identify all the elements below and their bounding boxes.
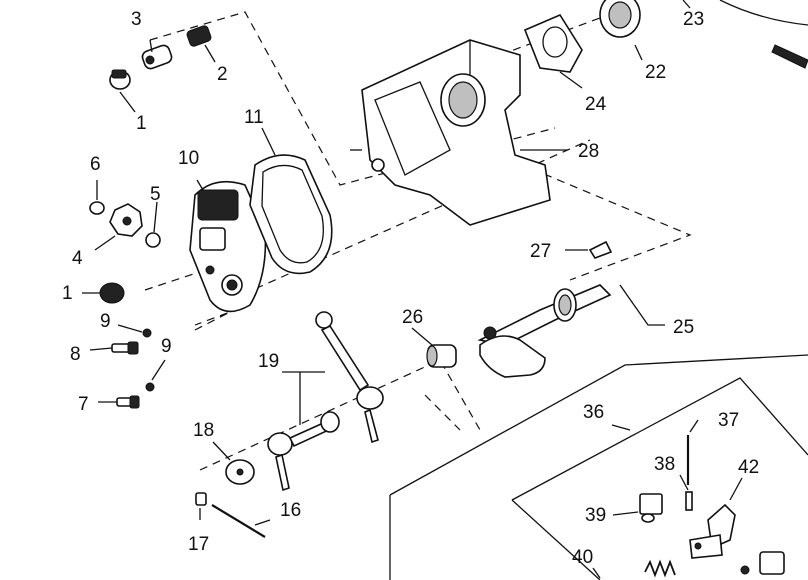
part-18-thrust-washer [225, 459, 255, 485]
callout-36: 36 [583, 402, 604, 423]
callout-3: 3 [131, 9, 142, 30]
part-28-gear-housing [350, 39, 551, 226]
callout-1-upper: 1 [136, 113, 147, 134]
callout-8: 8 [70, 344, 81, 365]
part-26-bushing [426, 344, 457, 368]
callout-1-lower: 1 [62, 283, 73, 304]
callout-38: 38 [654, 454, 675, 475]
part-6-o-ring [89, 201, 105, 215]
part-39-bracket [639, 493, 663, 523]
part-2-fitting [186, 25, 212, 47]
callout-9-lower: 9 [161, 336, 172, 357]
callout-18: 18 [193, 420, 214, 441]
part-23-housing-edge [719, 0, 808, 69]
part-lower-right-housing [740, 551, 785, 575]
part-19-connecting-rod-upper [315, 311, 384, 444]
part-25-crankshaft [477, 284, 612, 378]
part-19-connecting-rod-lower [267, 411, 340, 492]
callout-37: 37 [718, 410, 739, 431]
part-10-cover-plate [189, 180, 267, 313]
callout-labels: 1 2 3 4 5 6 7 8 9 9 10 11 1 16 17 18 19 … [62, 9, 759, 568]
callout-17: 17 [188, 534, 209, 555]
callout-24: 24 [585, 94, 607, 115]
part-5-ring [145, 232, 161, 248]
part-9-washer-upper [142, 328, 152, 338]
callout-5: 5 [150, 184, 161, 205]
part-40-spring [644, 559, 676, 578]
part-38-pin [685, 491, 693, 511]
part-9-washer-lower [145, 382, 155, 392]
part-1-plug-top [109, 69, 131, 90]
part-4-knob [109, 203, 143, 237]
callout-19: 19 [258, 351, 279, 372]
part-27-key [588, 240, 613, 259]
part-1-plug-lower [99, 282, 125, 304]
callout-27: 27 [530, 241, 551, 262]
callout-9-upper: 9 [100, 311, 111, 332]
callout-42: 42 [738, 457, 759, 478]
callout-26: 26 [402, 307, 423, 328]
part-17-screw [195, 492, 207, 506]
callout-7: 7 [78, 394, 89, 415]
callout-25: 25 [673, 317, 694, 338]
part-7-bolt [116, 395, 140, 409]
callout-16: 16 [280, 500, 301, 521]
part-22-seal [599, 0, 641, 38]
callout-10: 10 [178, 148, 199, 169]
callout-39: 39 [585, 505, 606, 526]
part-36-subassembly-frame [389, 354, 808, 580]
callout-40: 40 [572, 547, 593, 568]
leader-lines [82, 0, 743, 579]
part-3-nipple [141, 44, 173, 70]
callout-23: 23 [683, 9, 704, 30]
part-42-clevis [689, 503, 736, 559]
part-8-bolt [111, 341, 139, 355]
part-11-gasket [249, 154, 333, 275]
callout-4: 4 [72, 248, 83, 269]
callout-2: 2 [217, 64, 228, 85]
callout-6: 6 [90, 154, 101, 175]
part-24-gasket [523, 13, 583, 73]
callout-28: 28 [578, 141, 599, 162]
part-16-pin [211, 504, 266, 538]
callout-22: 22 [645, 62, 666, 83]
callout-11: 11 [244, 107, 264, 128]
